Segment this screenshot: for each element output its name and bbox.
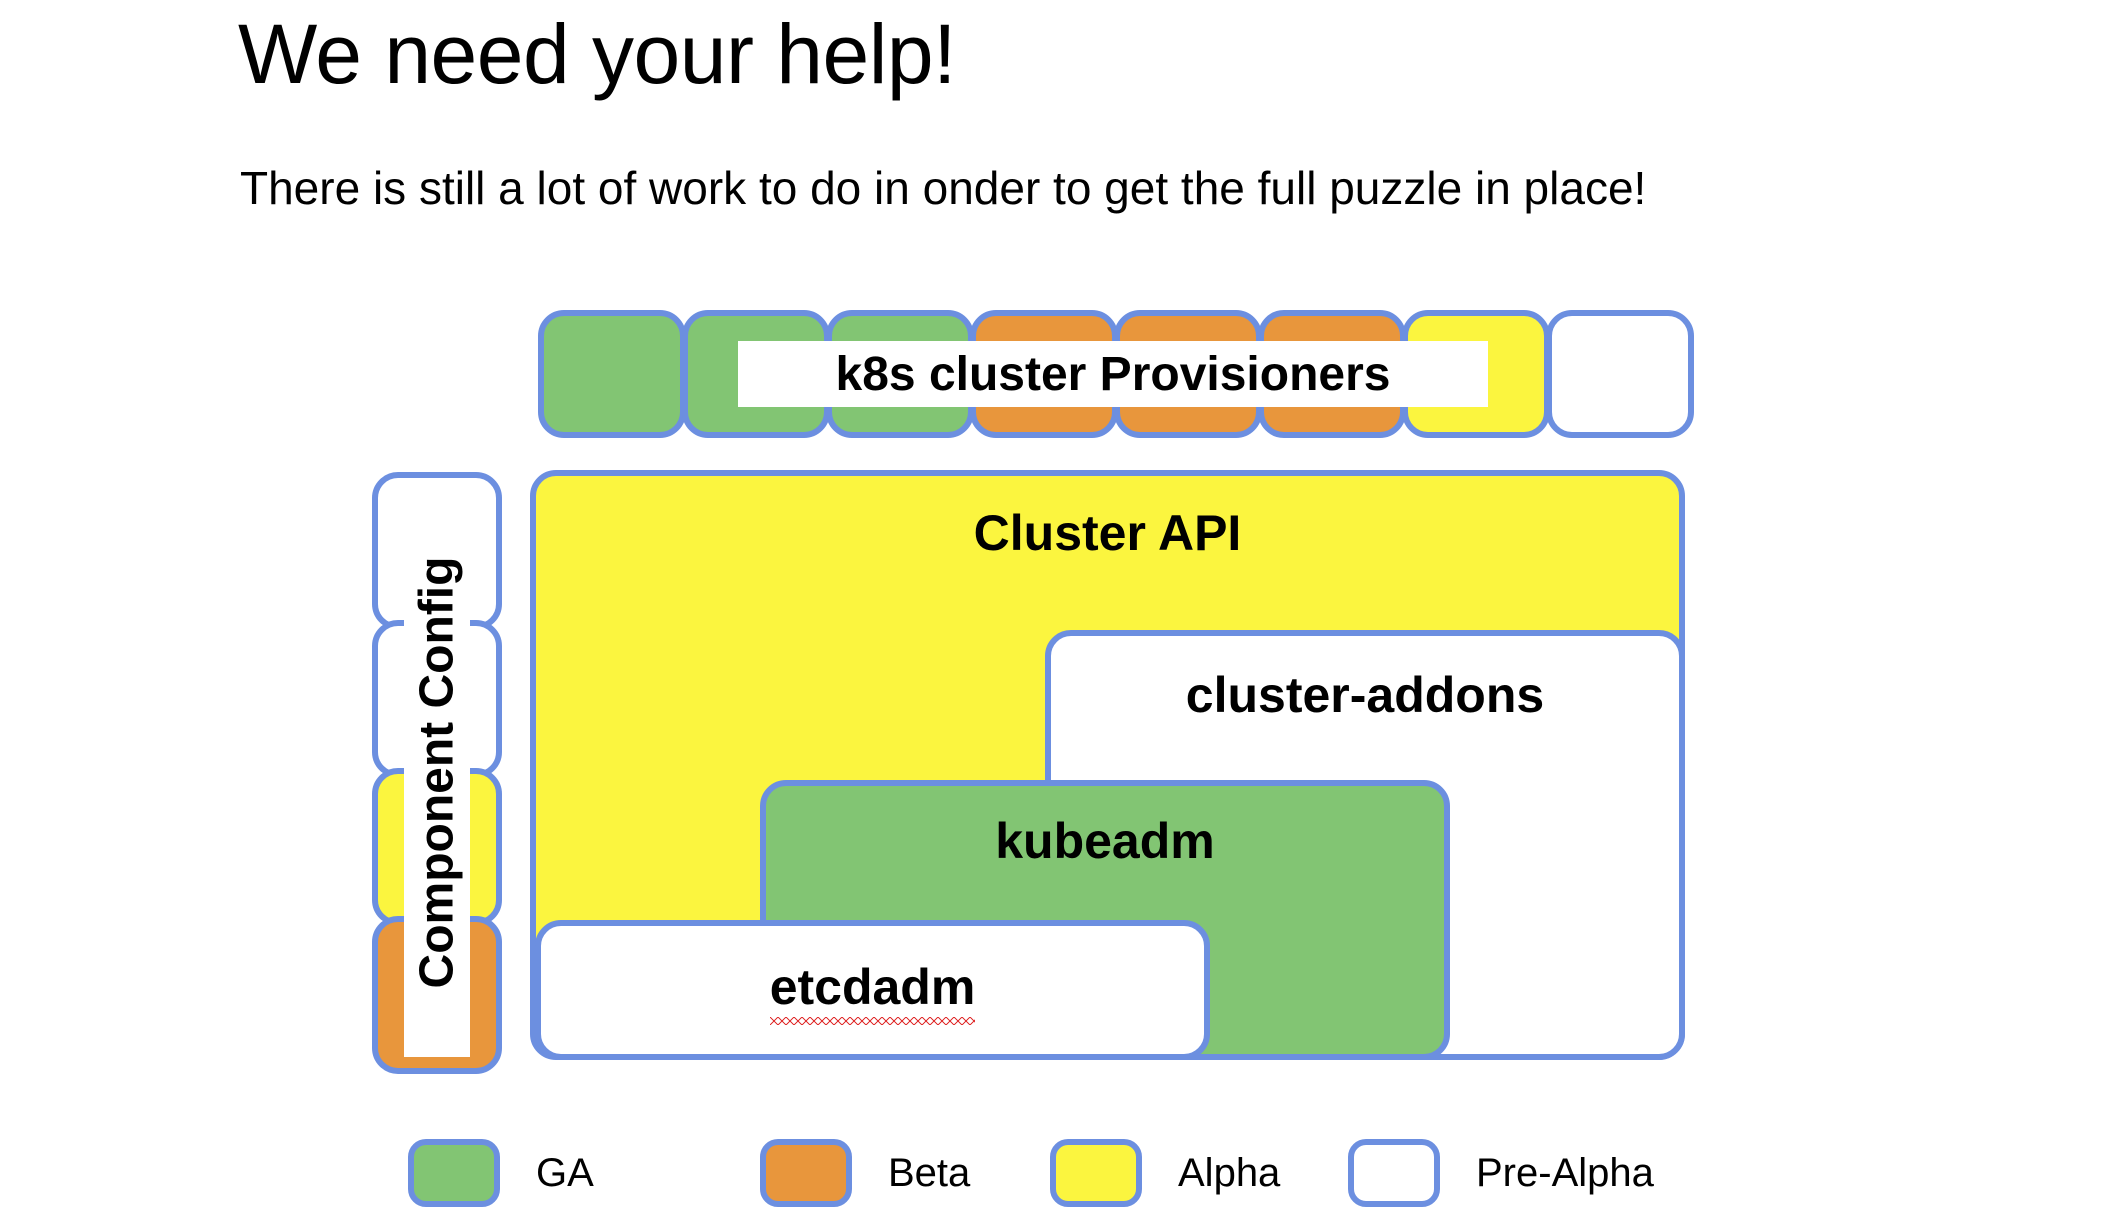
legend-item-alpha: Alpha — [1050, 1128, 1280, 1218]
kubeadm-label: kubeadm — [995, 813, 1215, 869]
legend-label-ga: GA — [536, 1150, 594, 1195]
etcdadm-label: etcdadm — [769, 959, 976, 1025]
cluster-addons-label: cluster-addons — [1185, 667, 1545, 723]
cluster-api-label: Cluster API — [973, 505, 1242, 561]
page-subtitle: There is still a lot of work to do in on… — [240, 162, 1647, 214]
legend-swatch-pre-alpha — [1348, 1139, 1440, 1207]
status-legend: GA Beta Alpha Pre-Alpha — [0, 1128, 2126, 1218]
provisioners-label: k8s cluster Provisioners — [835, 347, 1391, 401]
legend-item-pre-alpha: Pre-Alpha — [1348, 1128, 1654, 1218]
etcdadm-box[interactable]: etcdadm — [535, 920, 1210, 1060]
legend-label-alpha: Alpha — [1178, 1150, 1281, 1195]
legend-swatch-ga — [408, 1139, 500, 1207]
legend-item-ga: GA — [408, 1128, 594, 1218]
component-config-label: Component Config — [410, 556, 464, 988]
etcdadm-label-wrapper: etcdadm — [541, 958, 1204, 1025]
provisioners-label-banner: k8s cluster Provisioners — [738, 341, 1488, 407]
provisioner-box-8[interactable] — [1546, 310, 1694, 438]
legend-label-pre-alpha: Pre-Alpha — [1476, 1150, 1654, 1195]
legend-swatch-beta — [760, 1139, 852, 1207]
legend-label-beta: Beta — [888, 1150, 971, 1195]
page-title: We need your help! — [238, 7, 956, 101]
legend-swatch-alpha — [1050, 1139, 1142, 1207]
legend-item-beta: Beta — [760, 1128, 970, 1218]
component-config-label-banner: Component Config — [404, 487, 470, 1057]
provisioner-box-1[interactable] — [538, 310, 686, 438]
